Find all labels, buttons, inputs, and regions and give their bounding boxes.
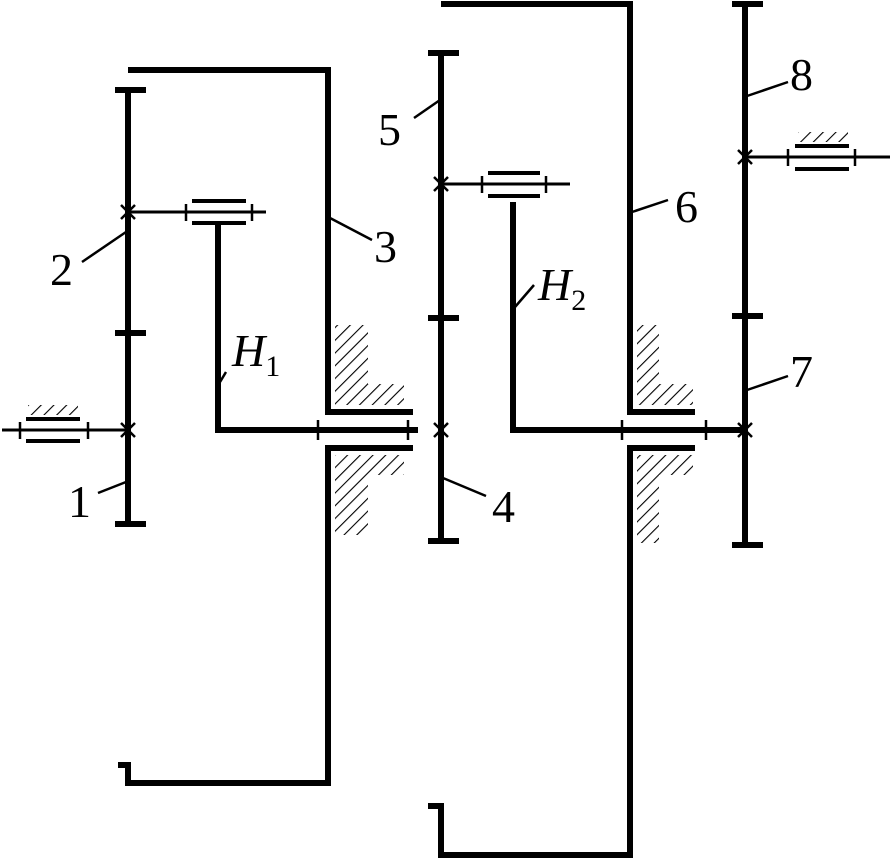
- label-gear-4: 4: [492, 481, 515, 532]
- label-gear-8: 8: [790, 49, 813, 100]
- label-gear-3: 3: [374, 221, 397, 272]
- label-carrier-h2-letter: H: [537, 259, 574, 310]
- planet-pin-5: [441, 171, 570, 198]
- frame-hatch-right: [798, 132, 848, 142]
- label-carrier-h1-sub: 1: [265, 350, 280, 383]
- frame-hatch-3-shelf: [368, 384, 404, 405]
- gear-1-2-body: [115, 87, 146, 527]
- frame-hatch-6-upper: [637, 325, 659, 405]
- label-carrier-h2: H2: [537, 259, 586, 317]
- frame-hatch-3-lower-shelf: [368, 455, 404, 475]
- joint-mark-gear-4: [433, 422, 449, 438]
- frame-hatch-3-lower: [335, 455, 368, 535]
- label-carrier-h1: H1: [231, 325, 280, 383]
- label-gear-1: 1: [68, 476, 91, 527]
- gear-7-8-body: [732, 1, 763, 548]
- joint-mark-gear-1: [120, 422, 136, 438]
- label-leaders: [81, 80, 789, 498]
- planet-pin-2: [128, 199, 266, 225]
- carrier-h2-arm: [510, 202, 745, 433]
- label-gear-7: 7: [790, 346, 813, 397]
- ring-gear-6: [428, 1, 708, 858]
- frame-hatch-3-upper: [335, 325, 368, 405]
- joint-mark-gear-7: [737, 422, 753, 438]
- label-gear-5: 5: [378, 104, 401, 155]
- frame-hatch-6-shelf: [659, 384, 693, 405]
- gear-4-5-body: [428, 50, 459, 544]
- input-shaft: [2, 417, 128, 443]
- ring-gear-3: [118, 67, 413, 786]
- frame-hatch-left: [28, 405, 78, 415]
- label-carrier-h2-sub: 2: [571, 284, 586, 317]
- frame-hatch-6-lower-shelf: [659, 455, 693, 475]
- label-gear-6: 6: [675, 181, 698, 232]
- label-carrier-h1-letter: H: [231, 325, 268, 376]
- carrier-h1-arm: [215, 223, 418, 433]
- label-gear-2: 2: [50, 244, 73, 295]
- output-shaft: [745, 144, 890, 171]
- frame-hatch-6-lower: [637, 455, 659, 543]
